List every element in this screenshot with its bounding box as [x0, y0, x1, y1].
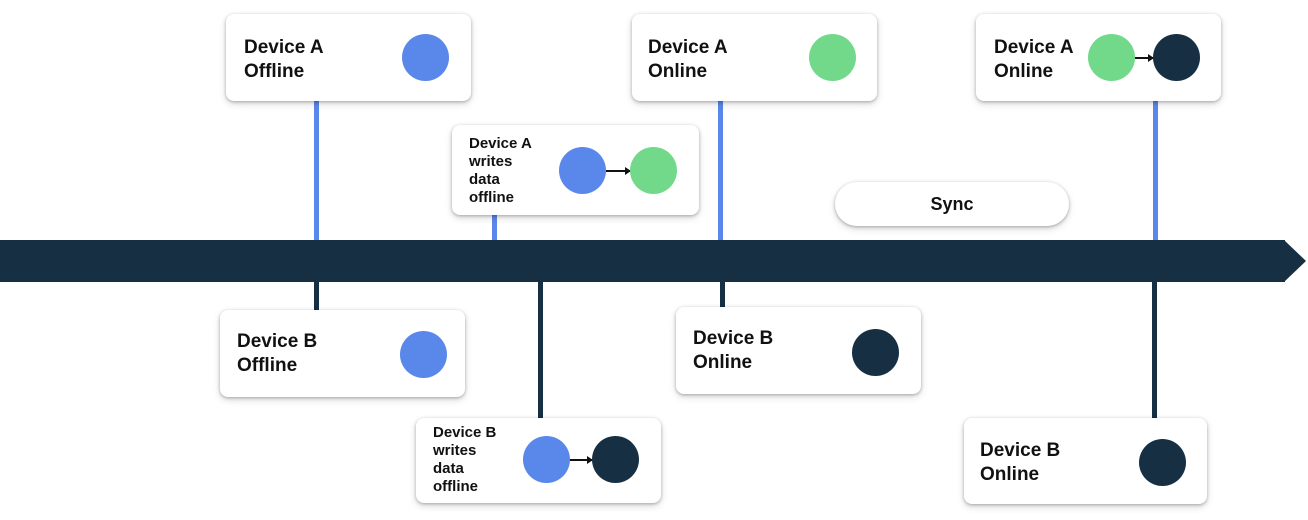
transition-arrow-icon: [1135, 54, 1154, 62]
connector-b-writes: [538, 280, 543, 420]
event-card-device-a-offline: Device A Offline: [226, 14, 471, 101]
timeline-bar: [0, 240, 1285, 282]
state-dot-device-b: [852, 329, 899, 376]
state-dot-device-b: [1139, 439, 1186, 486]
event-card-device-a-writes: Device A writes data offline: [452, 125, 699, 215]
state-dot-device-b: [1153, 34, 1200, 81]
connector-a-online: [718, 100, 723, 242]
event-title: Device B Offline: [237, 331, 318, 376]
connector-b-offline: [314, 280, 319, 312]
event-title: Device A Online: [648, 37, 728, 82]
state-dot-device-a: [809, 34, 856, 81]
state-dot-offline: [400, 331, 447, 378]
connector-b-synced: [1152, 280, 1157, 420]
state-dot-device-a: [630, 147, 677, 194]
event-title: Device B Online: [980, 440, 1061, 485]
event-title: Device B Online: [693, 328, 774, 373]
state-dot-offline: [559, 147, 606, 194]
event-card-device-b-writes: Device B writes data offline: [416, 418, 661, 503]
event-title: Device B writes data offline: [433, 424, 497, 495]
event-title: Device A writes data offline: [469, 135, 532, 206]
event-title: Device A Online: [994, 37, 1074, 82]
event-card-device-b-online: Device B Online: [676, 307, 921, 394]
event-card-device-a-online: Device A Online: [632, 14, 877, 101]
connector-a-synced: [1153, 100, 1158, 242]
state-dot-device-b: [592, 436, 639, 483]
transition-arrow-icon: [606, 167, 631, 175]
state-dot-offline: [402, 34, 449, 81]
sync-label: Sync: [835, 182, 1069, 226]
event-card-device-a-synced: Device A Online: [976, 14, 1221, 101]
connector-b-online: [720, 280, 725, 308]
state-dot-device-a: [1088, 34, 1135, 81]
timeline-arrowhead: [1284, 240, 1306, 282]
event-title: Device A Offline: [244, 37, 324, 82]
event-card-device-b-synced: Device B Online: [964, 418, 1207, 504]
connector-a-writes: [492, 213, 497, 242]
state-dot-offline: [523, 436, 570, 483]
transition-arrow-icon: [570, 456, 593, 464]
connector-a-offline: [314, 100, 319, 242]
event-card-device-b-offline: Device B Offline: [220, 310, 465, 397]
